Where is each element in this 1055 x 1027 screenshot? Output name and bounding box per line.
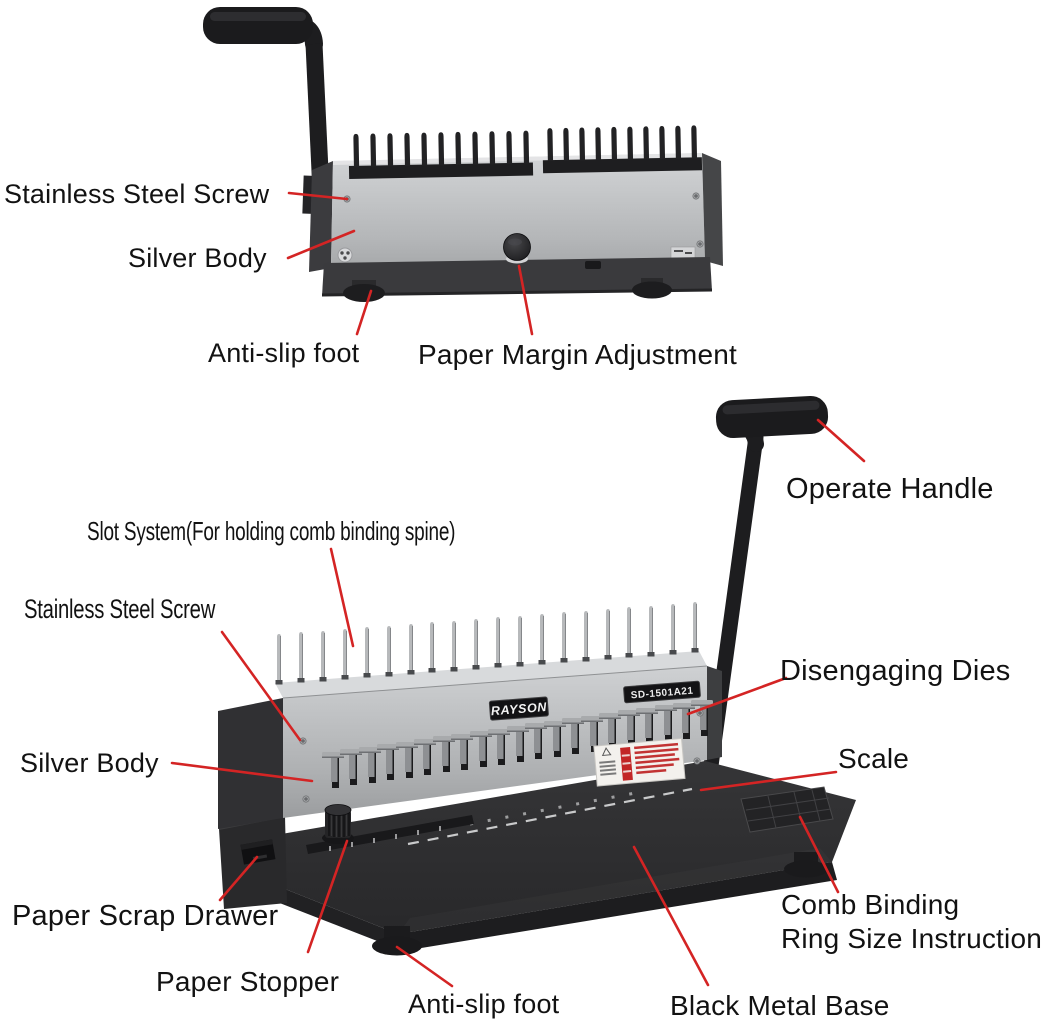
paper-scrap-drawer xyxy=(240,839,276,865)
bottom-silver-body xyxy=(218,651,722,829)
leader-line xyxy=(699,770,838,792)
brand-badge: RAYSON xyxy=(488,696,549,721)
screw-icon xyxy=(692,192,700,200)
leader-line xyxy=(286,229,356,260)
leader-line xyxy=(816,418,866,463)
black-metal-base xyxy=(218,761,856,956)
label-paper-stopper: Paper Stopper xyxy=(156,966,340,997)
label-stainless-steel-screw-bottom: Stainless Steel Screw xyxy=(24,594,216,624)
leader-line xyxy=(686,676,788,716)
leader-line xyxy=(517,264,534,336)
top-comb-pins xyxy=(348,125,703,180)
label-comb-binding-ring-size-instruction: Comb Binding Ring Size Instruction xyxy=(781,888,1042,956)
leader-line xyxy=(329,547,355,648)
bottom-operate-handle xyxy=(699,395,829,803)
label-disengaging-dies: Disengaging Dies xyxy=(780,655,1011,687)
leader-line xyxy=(395,945,454,988)
leader-line xyxy=(218,855,259,902)
warning-label xyxy=(593,737,686,787)
label-comb-binding-line2: Ring Size Instruction xyxy=(781,923,1042,954)
screw-icon xyxy=(696,240,704,248)
rear-socket xyxy=(337,247,353,263)
label-anti-slip-foot-top: Anti-slip foot xyxy=(208,338,360,368)
leader-line xyxy=(306,839,349,954)
label-paper-scrap-drawer: Paper Scrap Drawer xyxy=(12,900,279,932)
leader-line xyxy=(170,761,314,783)
model-badge-text: SD-1501A21 xyxy=(630,686,693,702)
label-stainless-steel-screw-top: Stainless Steel Screw xyxy=(4,179,270,209)
label-operate-handle: Operate Handle xyxy=(786,473,994,505)
leader-line xyxy=(220,630,302,742)
bottom-machine: RAYSON SD-1501A21 xyxy=(218,395,856,956)
label-black-metal-base: Black Metal Base xyxy=(670,990,890,1021)
label-anti-slip-foot-bottom: Anti-slip foot xyxy=(408,989,560,1019)
label-slot-system: Slot System(For holding comb binding spi… xyxy=(87,516,456,546)
label-scale: Scale xyxy=(838,743,910,774)
label-silver-body-top: Silver Body xyxy=(128,243,267,273)
leader-line xyxy=(287,191,349,201)
leader-line xyxy=(355,289,373,336)
top-machine xyxy=(203,7,723,302)
bottom-anti-slip-foot xyxy=(372,852,828,956)
rear-sticker xyxy=(670,246,696,259)
ring-size-instruction-label xyxy=(740,786,834,833)
leader-line xyxy=(632,845,710,987)
screw-icon xyxy=(693,757,701,765)
screw-icon xyxy=(302,795,310,803)
paper-margin-adjustment-knob xyxy=(503,233,531,264)
model-badge: SD-1501A21 xyxy=(623,680,701,704)
top-anti-slip-foot xyxy=(343,278,672,302)
paper-stopper xyxy=(306,804,474,854)
leader-line xyxy=(798,815,840,894)
top-silver-body xyxy=(309,153,723,272)
top-base xyxy=(321,257,713,297)
scale-markings xyxy=(407,787,693,846)
label-silver-body-bottom: Silver Body xyxy=(20,748,159,778)
label-paper-margin-adjustment: Paper Margin Adjustment xyxy=(418,339,737,370)
leader-lines xyxy=(170,191,866,988)
brand-badge-text: RAYSON xyxy=(490,700,547,718)
label-comb-binding-line1: Comb Binding xyxy=(781,889,960,920)
